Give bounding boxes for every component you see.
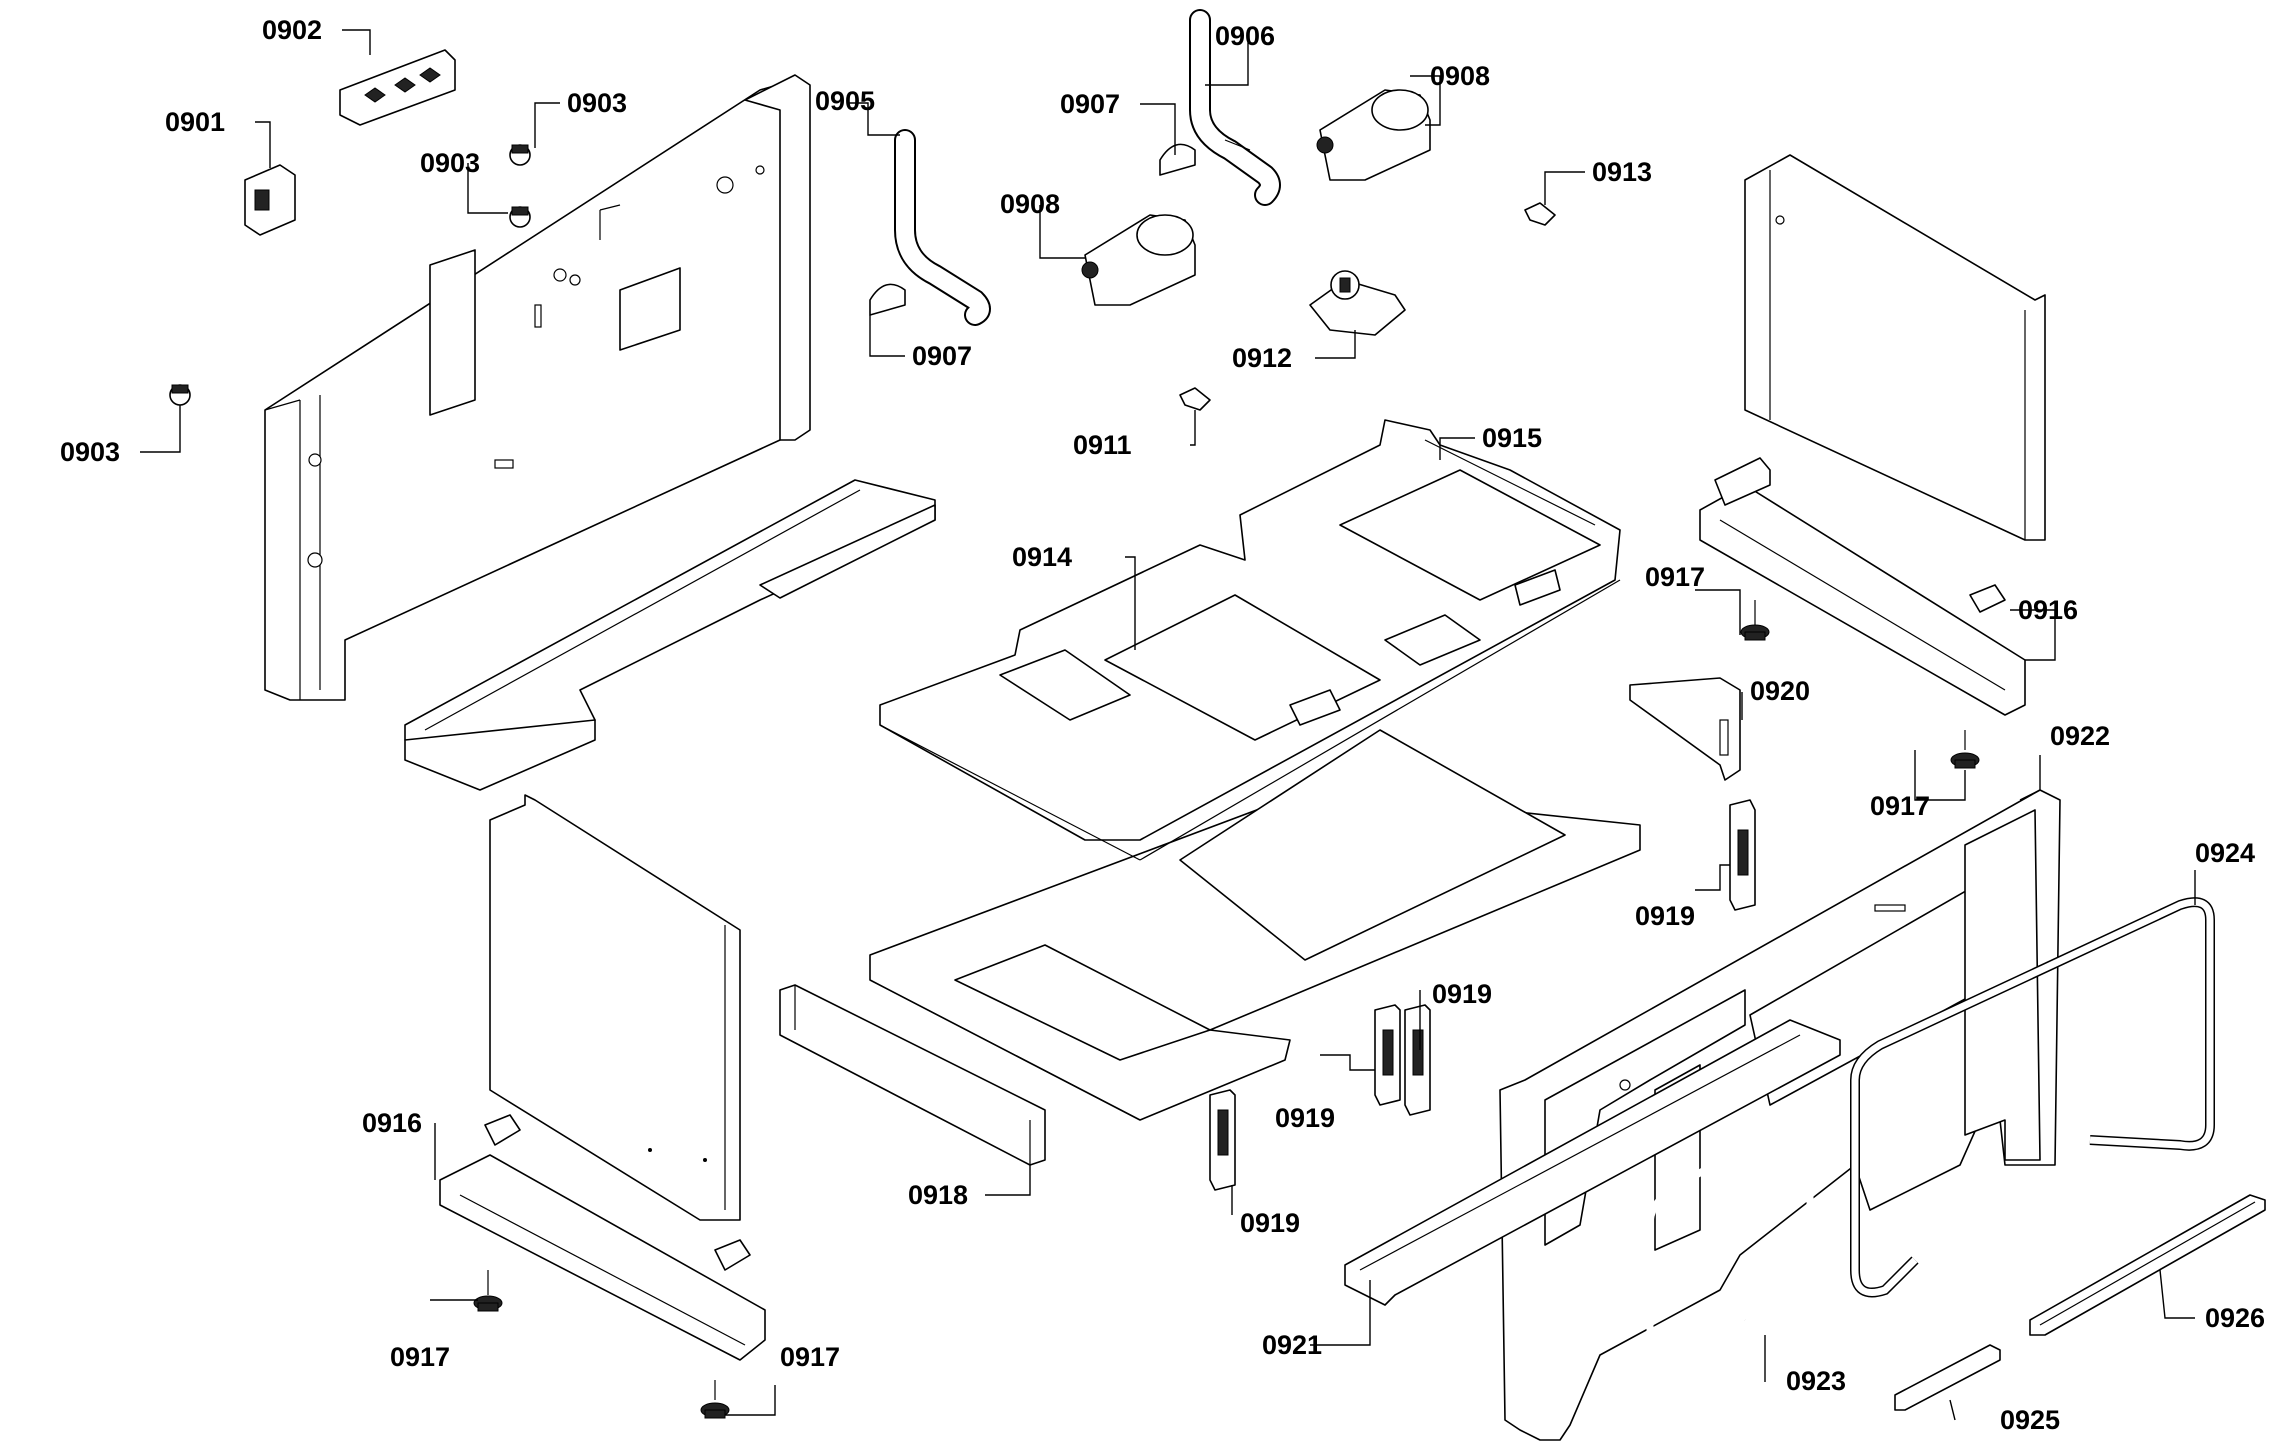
label-0917-bottom: 0917 — [780, 1342, 840, 1372]
hinge-bracket-1 — [1729, 799, 1756, 911]
label-0925: 0925 — [2000, 1405, 2060, 1435]
thermostat-0903-c — [169, 384, 191, 406]
motor-0908-b — [1316, 89, 1431, 181]
front-base-frame — [1499, 789, 2061, 1441]
label-0926: 0926 — [2205, 1303, 2265, 1333]
right-side-panel — [1744, 154, 2046, 541]
hinge-bracket-2 — [1374, 1004, 1401, 1106]
slide-rail-0925 — [1894, 1344, 2001, 1411]
label-0916-left: 0916 — [362, 1108, 422, 1138]
terminal-block-0902 — [339, 49, 456, 126]
label-0902: 0902 — [262, 15, 322, 45]
label-0920: 0920 — [1750, 676, 1810, 706]
lower-right-channel — [1344, 1019, 1841, 1306]
label-0907-left: 0907 — [912, 341, 972, 371]
label-0922: 0922 — [2050, 721, 2110, 751]
tube-frame-0924 — [1850, 897, 2215, 1298]
clamp-0907-b — [1159, 143, 1196, 176]
left-cross-bar — [439, 1114, 766, 1361]
leveling-foot-2 — [1950, 730, 1980, 769]
label-0917-left: 0917 — [390, 1342, 450, 1372]
thermostat-0903-b — [509, 206, 531, 228]
tube-frame-0923 — [1646, 1118, 1814, 1395]
label-0906: 0906 — [1215, 21, 1275, 51]
motor-0908-a — [1081, 214, 1196, 306]
label-0923: 0923 — [1786, 1366, 1846, 1396]
hose-0905 — [894, 129, 991, 326]
left-horizontal-rail — [404, 479, 936, 791]
label-0914: 0914 — [1012, 542, 1072, 572]
right-cross-bar — [1699, 457, 2026, 716]
clip-0913 — [1524, 202, 1556, 226]
leveling-foot-1 — [1740, 600, 1770, 641]
clip-0911 — [1179, 387, 1211, 411]
label-0903-left: 0903 — [60, 437, 120, 467]
slide-rail-0926 — [2029, 1194, 2266, 1336]
part-labels: 0901 0902 0903 0903 0903 0905 0906 0907 … — [60, 15, 2265, 1435]
label-0921: 0921 — [1262, 1330, 1322, 1360]
label-0924: 0924 — [2195, 838, 2255, 868]
label-0916-right: 0916 — [2018, 595, 2078, 625]
label-0907-top: 0907 — [1060, 89, 1120, 119]
label-0919-mid-left: 0919 — [1275, 1103, 1335, 1133]
label-0919-right: 0919 — [1635, 901, 1695, 931]
label-0911: 0911 — [1073, 430, 1132, 460]
label-0912: 0912 — [1232, 343, 1292, 373]
label-0908-right: 0908 — [1430, 61, 1490, 91]
label-0903-top: 0903 — [567, 88, 627, 118]
label-0908-left: 0908 — [1000, 189, 1060, 219]
hinge-bracket-3 — [1404, 1004, 1431, 1116]
relay-0901 — [244, 164, 296, 236]
leveling-foot-4 — [700, 1380, 730, 1419]
switch-0912 — [1309, 270, 1406, 336]
hose-0906 — [1189, 9, 1281, 206]
label-0913: 0913 — [1592, 157, 1652, 187]
rear-back-panel — [264, 74, 811, 701]
thermostat-0903-a — [509, 144, 531, 166]
label-0905: 0905 — [815, 86, 875, 116]
label-0919-bottom: 0919 — [1240, 1208, 1300, 1238]
label-0917-right-bottom: 0917 — [1870, 791, 1930, 821]
label-0915: 0915 — [1482, 423, 1542, 453]
bracket-0920 — [1629, 677, 1741, 781]
middle-top-plate — [879, 419, 1621, 861]
label-0903-mid: 0903 — [420, 148, 480, 178]
clamp-0907-a — [869, 283, 906, 316]
label-0917-right-top: 0917 — [1645, 562, 1705, 592]
label-0919-mid-right: 0919 — [1432, 979, 1492, 1009]
hinge-bracket-4 — [1209, 1089, 1236, 1191]
label-0918: 0918 — [908, 1180, 968, 1210]
bottom-tray — [869, 729, 1641, 1121]
leveling-foot-3 — [473, 1270, 503, 1312]
left-side-panel — [489, 794, 741, 1221]
label-0901: 0901 — [165, 107, 225, 137]
front-bottom-rail — [779, 984, 1046, 1166]
leader-lines — [140, 29, 2196, 1421]
